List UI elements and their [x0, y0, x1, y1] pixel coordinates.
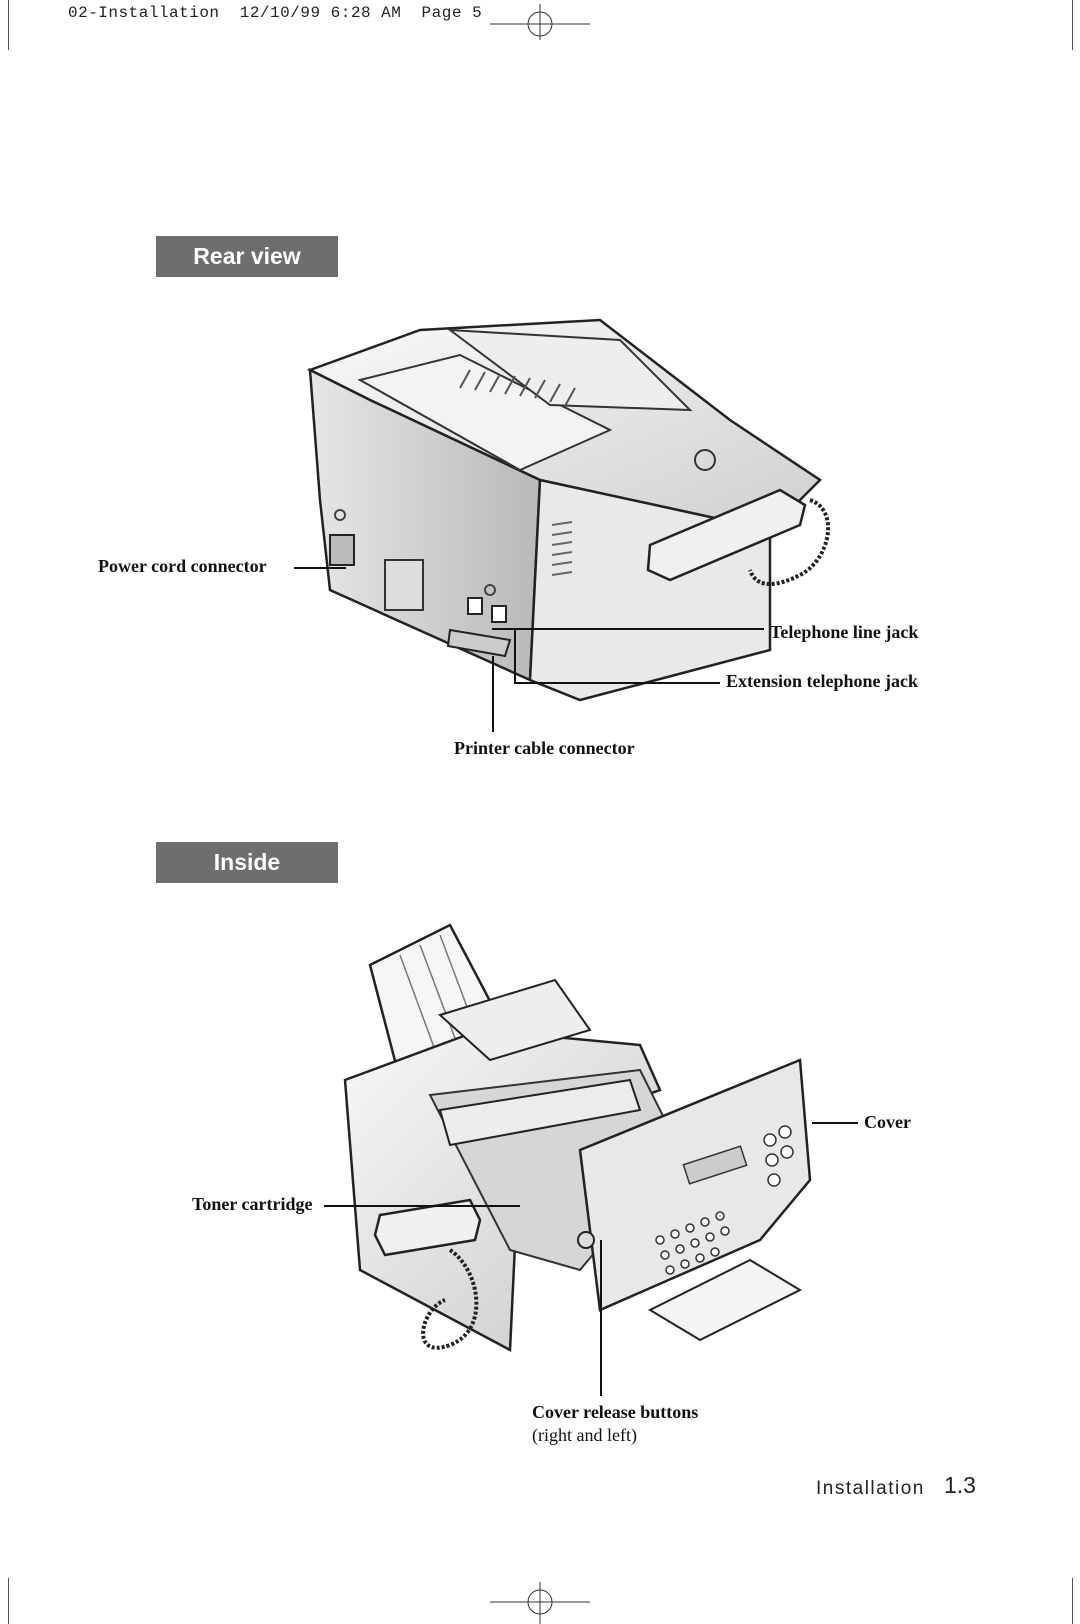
rear-view-illustration [306, 318, 830, 702]
toner-cartridge-label: Toner cartridge [192, 1194, 313, 1214]
registration-mark-bottom [490, 1582, 590, 1624]
cover-label: Cover [864, 1112, 911, 1132]
rear-view-heading: Rear view [156, 236, 338, 277]
cover-leader [812, 1122, 858, 1124]
inside-heading: Inside [156, 842, 338, 883]
crop-mark-bottom-left [8, 1578, 9, 1624]
inside-illustration [343, 923, 812, 1353]
printer-cable-leader [492, 656, 494, 732]
toner-cartridge-leader [324, 1205, 520, 1207]
printer-cable-connector-label: Printer cable connector [454, 738, 635, 758]
telephone-line-leader [492, 628, 764, 630]
power-cord-leader [294, 567, 346, 569]
cover-release-note: (right and left) [532, 1425, 637, 1445]
print-slug: 02-Installation 12/10/99 6:28 AM Page 5 [68, 4, 483, 22]
registration-mark-top [490, 4, 590, 40]
extension-jack-leader-v [514, 630, 516, 684]
crop-mark-bottom-right [1072, 1578, 1073, 1624]
cover-release-leader [600, 1240, 602, 1396]
cover-release-buttons-label: Cover release buttons [532, 1402, 699, 1422]
footer-page-number: 1.3 [944, 1472, 976, 1498]
footer-section-name: Installation [816, 1478, 925, 1499]
extension-jack-leader-h [514, 682, 720, 684]
crop-mark-top-left [8, 0, 9, 50]
power-cord-connector-label: Power cord connector [98, 556, 267, 576]
crop-mark-top-right [1072, 0, 1073, 50]
extension-telephone-jack-label: Extension telephone jack [726, 671, 919, 691]
telephone-line-jack-label: Telephone line jack [770, 622, 919, 642]
